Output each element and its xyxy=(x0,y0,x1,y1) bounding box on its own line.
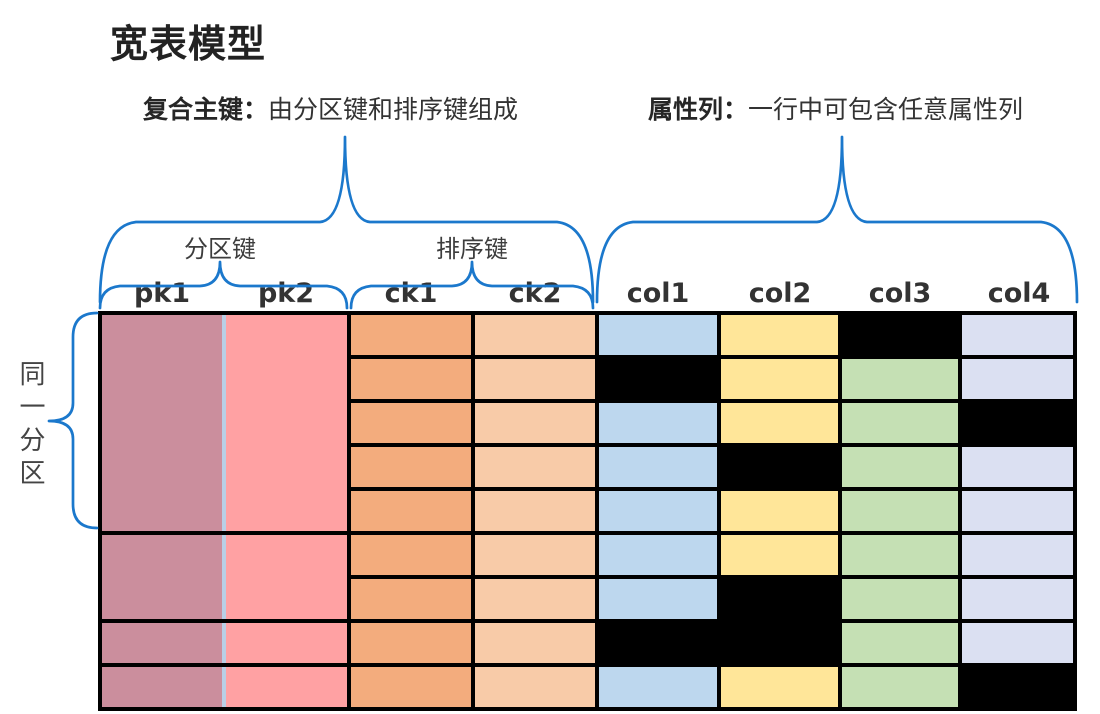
cell-empty xyxy=(721,623,838,663)
header-pk2: pk2 xyxy=(257,278,315,309)
page-title: 宽表模型 xyxy=(110,22,267,66)
cell-primary-key-partition xyxy=(102,623,347,663)
cell-ck1 xyxy=(351,579,471,619)
annotation-attribute-columns-text: 一行中可包含任意属性列 xyxy=(748,95,1024,124)
cell-col2 xyxy=(721,667,838,707)
cell-col1 xyxy=(599,579,717,619)
cell-ck2 xyxy=(475,315,595,355)
pk-divider xyxy=(222,667,226,707)
cell-col3 xyxy=(842,623,958,663)
annotation-attribute-columns-term: 属性列： xyxy=(648,95,749,124)
cell-col2 xyxy=(721,403,838,443)
cell-col4 xyxy=(962,359,1073,399)
cell-primary-key-partition xyxy=(102,535,347,619)
cell-col2 xyxy=(721,359,838,399)
annotation-composite-primary-key: 复合主键：由分区键和排序键组成 xyxy=(143,90,518,126)
brace-same-partition xyxy=(47,311,99,530)
pk-divider xyxy=(222,623,226,663)
cell-col1 xyxy=(599,315,717,355)
cell-pk2 xyxy=(226,315,347,531)
cell-ck2 xyxy=(475,491,595,531)
cell-ck1 xyxy=(351,315,471,355)
cell-ck1 xyxy=(351,535,471,575)
cell-empty xyxy=(962,403,1073,443)
cell-primary-key-partition xyxy=(102,667,347,707)
cell-empty xyxy=(721,579,838,619)
cell-col2 xyxy=(721,535,838,575)
cell-col3 xyxy=(842,359,958,399)
cell-pk2 xyxy=(226,535,347,619)
cell-ck2 xyxy=(475,579,595,619)
cell-empty xyxy=(599,623,717,663)
cell-col2 xyxy=(721,315,838,355)
cell-col1 xyxy=(599,447,717,487)
cell-col4 xyxy=(962,579,1073,619)
cell-ck2 xyxy=(475,535,595,575)
cell-col1 xyxy=(599,535,717,575)
header-ck2: ck2 xyxy=(508,278,562,309)
header-col1: col1 xyxy=(626,278,690,309)
pk-divider xyxy=(222,315,226,531)
cell-ck1 xyxy=(351,667,471,707)
cell-ck1 xyxy=(351,623,471,663)
cell-col1 xyxy=(599,667,717,707)
label-partition-key: 分区键 xyxy=(184,235,256,263)
cell-col2 xyxy=(721,491,838,531)
cell-ck1 xyxy=(351,491,471,531)
cell-empty xyxy=(599,359,717,399)
cell-col3 xyxy=(842,447,958,487)
cell-ck1 xyxy=(351,359,471,399)
header-col4: col4 xyxy=(987,278,1051,309)
cell-col4 xyxy=(962,315,1073,355)
header-pk1: pk1 xyxy=(133,278,191,309)
header-col2: col2 xyxy=(748,278,812,309)
cell-col3 xyxy=(842,535,958,575)
cell-col1 xyxy=(599,491,717,531)
label-sort-key: 排序键 xyxy=(436,235,508,263)
cell-col3 xyxy=(842,667,958,707)
wide-table-grid xyxy=(98,311,1077,711)
cell-col4 xyxy=(962,623,1073,663)
cell-col3 xyxy=(842,491,958,531)
cell-col4 xyxy=(962,535,1073,575)
cell-pk2 xyxy=(226,623,347,663)
cell-col1 xyxy=(599,403,717,443)
cell-col3 xyxy=(842,579,958,619)
cell-ck2 xyxy=(475,403,595,443)
cell-ck2 xyxy=(475,359,595,399)
cell-empty xyxy=(842,315,958,355)
cell-col4 xyxy=(962,491,1073,531)
cell-pk1 xyxy=(102,623,222,663)
cell-pk2 xyxy=(226,667,347,707)
cell-col3 xyxy=(842,403,958,443)
cell-pk1 xyxy=(102,535,222,619)
annotation-composite-primary-key-term: 复合主键： xyxy=(143,95,269,124)
cell-primary-key-partition xyxy=(102,315,347,531)
cell-pk1 xyxy=(102,667,222,707)
cell-ck2 xyxy=(475,623,595,663)
annotation-composite-primary-key-text: 由分区键和排序键组成 xyxy=(268,95,519,124)
label-same-partition: 同一分区 xyxy=(15,360,45,492)
cell-pk1 xyxy=(102,315,222,531)
cell-empty xyxy=(721,447,838,487)
header-ck1: ck1 xyxy=(384,278,438,309)
pk-divider xyxy=(222,535,226,619)
header-col3: col3 xyxy=(868,278,932,309)
cell-ck2 xyxy=(475,447,595,487)
cell-ck2 xyxy=(475,667,595,707)
cell-ck1 xyxy=(351,403,471,443)
cell-empty xyxy=(962,667,1073,707)
cell-ck1 xyxy=(351,447,471,487)
cell-col4 xyxy=(962,447,1073,487)
annotation-attribute-columns: 属性列：一行中可包含任意属性列 xyxy=(648,90,1023,126)
